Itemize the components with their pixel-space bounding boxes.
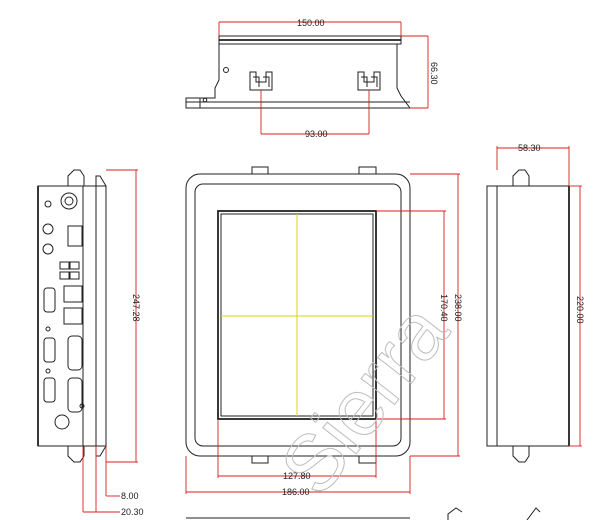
- dim-front-width: 186.00: [282, 487, 310, 497]
- dim-left-offset-large: 20.30: [121, 507, 144, 517]
- dim-front-screen-width: 127.80: [283, 471, 311, 481]
- watermark: Sierra: [263, 287, 465, 510]
- bottom-partial-views: [186, 507, 541, 520]
- dim-right-height: 220.00: [575, 296, 585, 324]
- dim-left-height: 247.28: [131, 294, 141, 322]
- dim-top-depth: 66.30: [429, 62, 439, 85]
- dim-front-outer-height: 238.00: [453, 294, 463, 322]
- dim-top-width: 150.00: [297, 18, 325, 28]
- right-side-view: 58.30 220.00: [486, 143, 585, 463]
- dim-right-depth: 58.30: [518, 143, 541, 153]
- dim-left-offset-small: 8.00: [121, 491, 139, 501]
- top-view: 150.00 66.30 93.00: [185, 18, 439, 139]
- front-view: 170.40 238.00 127.80 186.00: [185, 166, 463, 497]
- dim-top-mount-spacing: 93.00: [305, 129, 328, 139]
- dim-front-screen-height: 170.40: [439, 294, 449, 322]
- left-side-view: 247.28 8.00 20.30: [37, 169, 144, 517]
